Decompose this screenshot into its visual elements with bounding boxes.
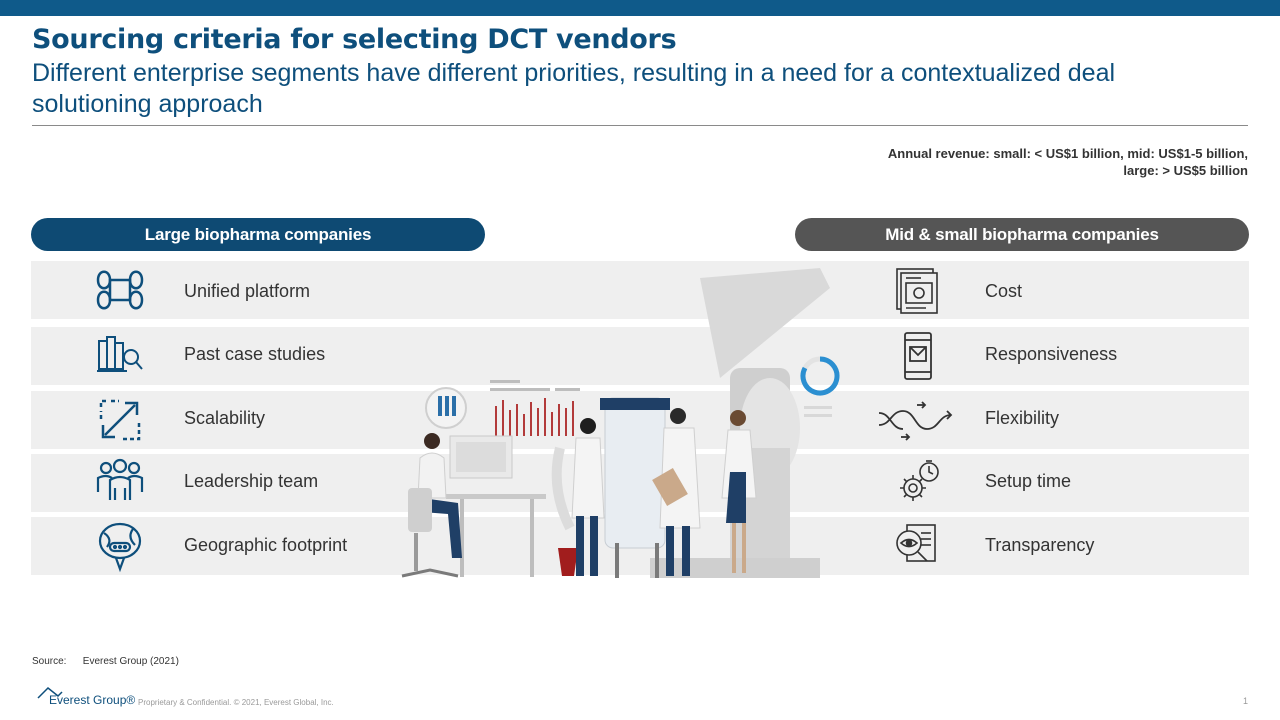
source-text: Everest Group (2021) bbox=[82, 656, 179, 667]
lab-illustration bbox=[401, 268, 840, 578]
revenue-note: Annual revenue: small: < US$1 billion, m… bbox=[828, 145, 1248, 179]
data-bars-graphic bbox=[495, 398, 574, 436]
page-title: Sourcing criteria for selecting DCT vend… bbox=[32, 24, 677, 55]
page-subtitle: Different enterprise segments have diffe… bbox=[32, 59, 1116, 118]
seated-scientist-graphic bbox=[401, 433, 462, 578]
criteria-row-1: Unified platform Cost bbox=[31, 261, 1249, 319]
cost-label: Cost bbox=[985, 281, 1023, 301]
leadership-team-label: Leadership team bbox=[184, 471, 319, 491]
standing-scientists-graphic bbox=[571, 408, 757, 576]
revenue-note-line2: large: > US$5 billion bbox=[1123, 163, 1248, 178]
scalability-icon bbox=[99, 399, 141, 441]
large-biopharma-header: Large biopharma companies bbox=[31, 218, 485, 251]
setup-time-icon bbox=[900, 460, 939, 501]
confidential-notice: Proprietary & Confidential. © 2021, Ever… bbox=[138, 698, 334, 707]
geographic-footprint-label: Geographic footprint bbox=[184, 535, 348, 555]
flexibility-icon bbox=[878, 401, 953, 441]
criteria-row-2: Past case studies Responsiveness bbox=[31, 327, 1249, 385]
cost-icon bbox=[896, 268, 938, 314]
plant-graphic bbox=[551, 446, 578, 576]
transparency-icon bbox=[896, 524, 936, 562]
microscope-graphic bbox=[650, 268, 830, 578]
page-number: 1 bbox=[1242, 696, 1248, 706]
top-brand-bar bbox=[0, 0, 1280, 16]
everest-group-logo bbox=[37, 686, 63, 699]
transparency-label: Transparency bbox=[985, 535, 1095, 555]
case-studies-icon bbox=[97, 336, 143, 372]
geographic-footprint-icon bbox=[98, 522, 142, 573]
setup-time-label: Setup time bbox=[985, 471, 1072, 491]
desk-graphic bbox=[446, 435, 546, 577]
logo-text: Everest Group® bbox=[49, 693, 136, 707]
leadership-team-icon bbox=[96, 458, 144, 500]
source-note: Source: Everest Group (2021) bbox=[32, 656, 179, 667]
mid-small-biopharma-header: Mid & small biopharma companies bbox=[795, 218, 1249, 251]
scalability-label: Scalability bbox=[184, 408, 266, 428]
flexibility-label: Flexibility bbox=[985, 408, 1060, 428]
title-divider bbox=[32, 125, 1248, 126]
loading-ring-graphic bbox=[800, 356, 840, 417]
unified-platform-label: Unified platform bbox=[184, 281, 311, 301]
unified-platform-icon bbox=[96, 270, 144, 310]
revenue-note-line1: Annual revenue: small: < US$1 billion, m… bbox=[887, 146, 1248, 161]
case-studies-label: Past case studies bbox=[184, 344, 326, 364]
responsiveness-label: Responsiveness bbox=[985, 344, 1118, 364]
responsiveness-icon bbox=[904, 332, 932, 380]
test-tube-badge-graphic bbox=[425, 387, 467, 429]
source-label: Source: bbox=[32, 656, 67, 667]
